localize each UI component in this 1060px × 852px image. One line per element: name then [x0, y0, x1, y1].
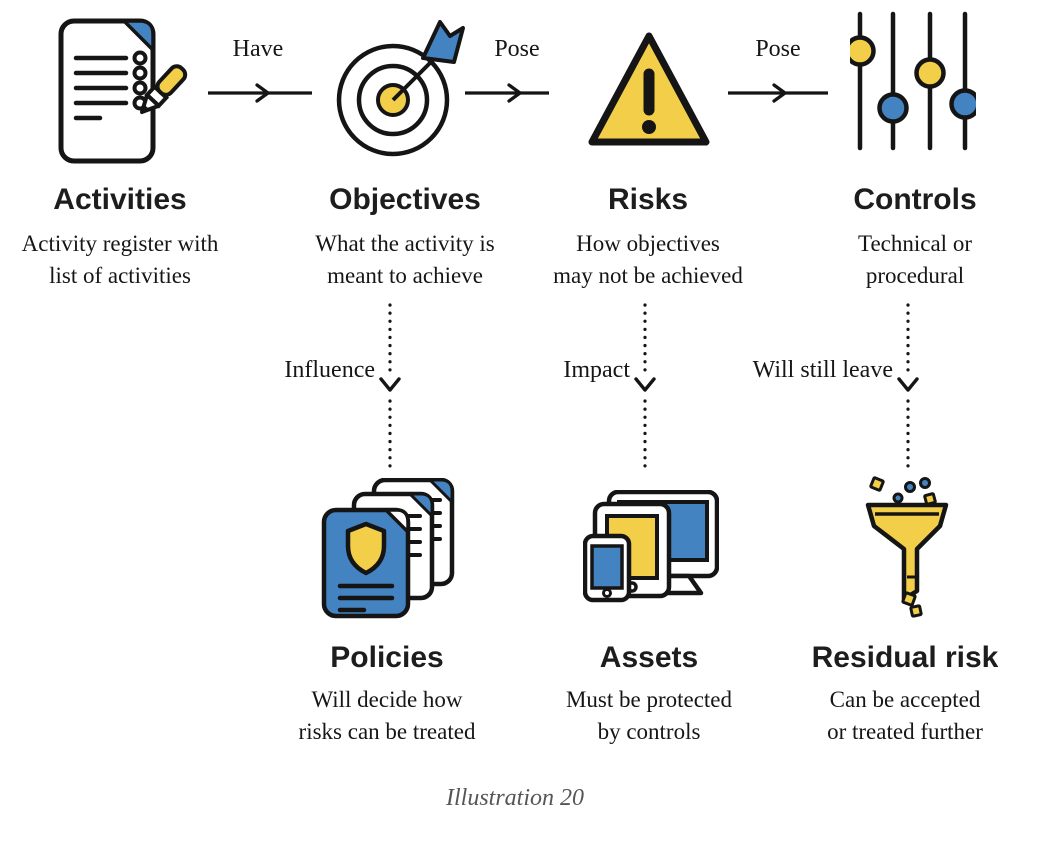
- objectives-title: Objectives: [329, 183, 481, 216]
- arrow-label-will-still-leave: Will still leave: [752, 357, 893, 383]
- controls-subtitle: Technical or procedural: [858, 231, 972, 288]
- arrow-label-influence: Influence: [284, 357, 375, 383]
- controls-title: Controls: [853, 183, 977, 216]
- policies-title: Policies: [330, 641, 444, 674]
- risks-title: Risks: [607, 183, 689, 216]
- checklist-icon: [58, 18, 188, 164]
- warning-triangle-icon: [588, 32, 710, 146]
- arrow-have-icon: [208, 83, 312, 103]
- objectives-subtitle: What the activity is meant to achieve: [315, 231, 495, 288]
- risks-subtitle: How objectives may not be achieved: [553, 231, 743, 288]
- devices-icon: [583, 490, 719, 603]
- dotted-arrow-impact-icon: [634, 303, 656, 468]
- policy-documents-icon: [321, 478, 455, 619]
- arrow-pose-2-icon: [728, 83, 828, 103]
- residual-risk-title: Residual risk: [811, 641, 999, 674]
- assets-subtitle: Must be protected by controls: [565, 687, 733, 744]
- policies-subtitle: Will decide how risks can be treated: [298, 687, 476, 744]
- activities-subtitle: Activity register with list of activitie…: [21, 231, 219, 288]
- arrow-label-impact: Impact: [563, 357, 630, 383]
- activities-title: Activities: [53, 183, 187, 216]
- residual-risk-subtitle: Can be accepted or treated further: [827, 687, 983, 744]
- arrow-pose-1-icon: [465, 83, 549, 103]
- target-icon: [336, 20, 465, 157]
- illustration-caption: Illustration 20: [445, 785, 584, 811]
- arrow-label-have: Have: [232, 36, 284, 62]
- dotted-arrow-will-still-leave-icon: [897, 303, 919, 468]
- assets-title: Assets: [599, 641, 699, 674]
- sliders-icon: [850, 11, 976, 151]
- arrow-label-pose-1: Pose: [494, 36, 540, 62]
- arrow-label-pose-2: Pose: [755, 36, 801, 62]
- dotted-arrow-influence-icon: [379, 303, 401, 468]
- funnel-icon: [865, 476, 949, 618]
- pencil-icon: [140, 64, 188, 114]
